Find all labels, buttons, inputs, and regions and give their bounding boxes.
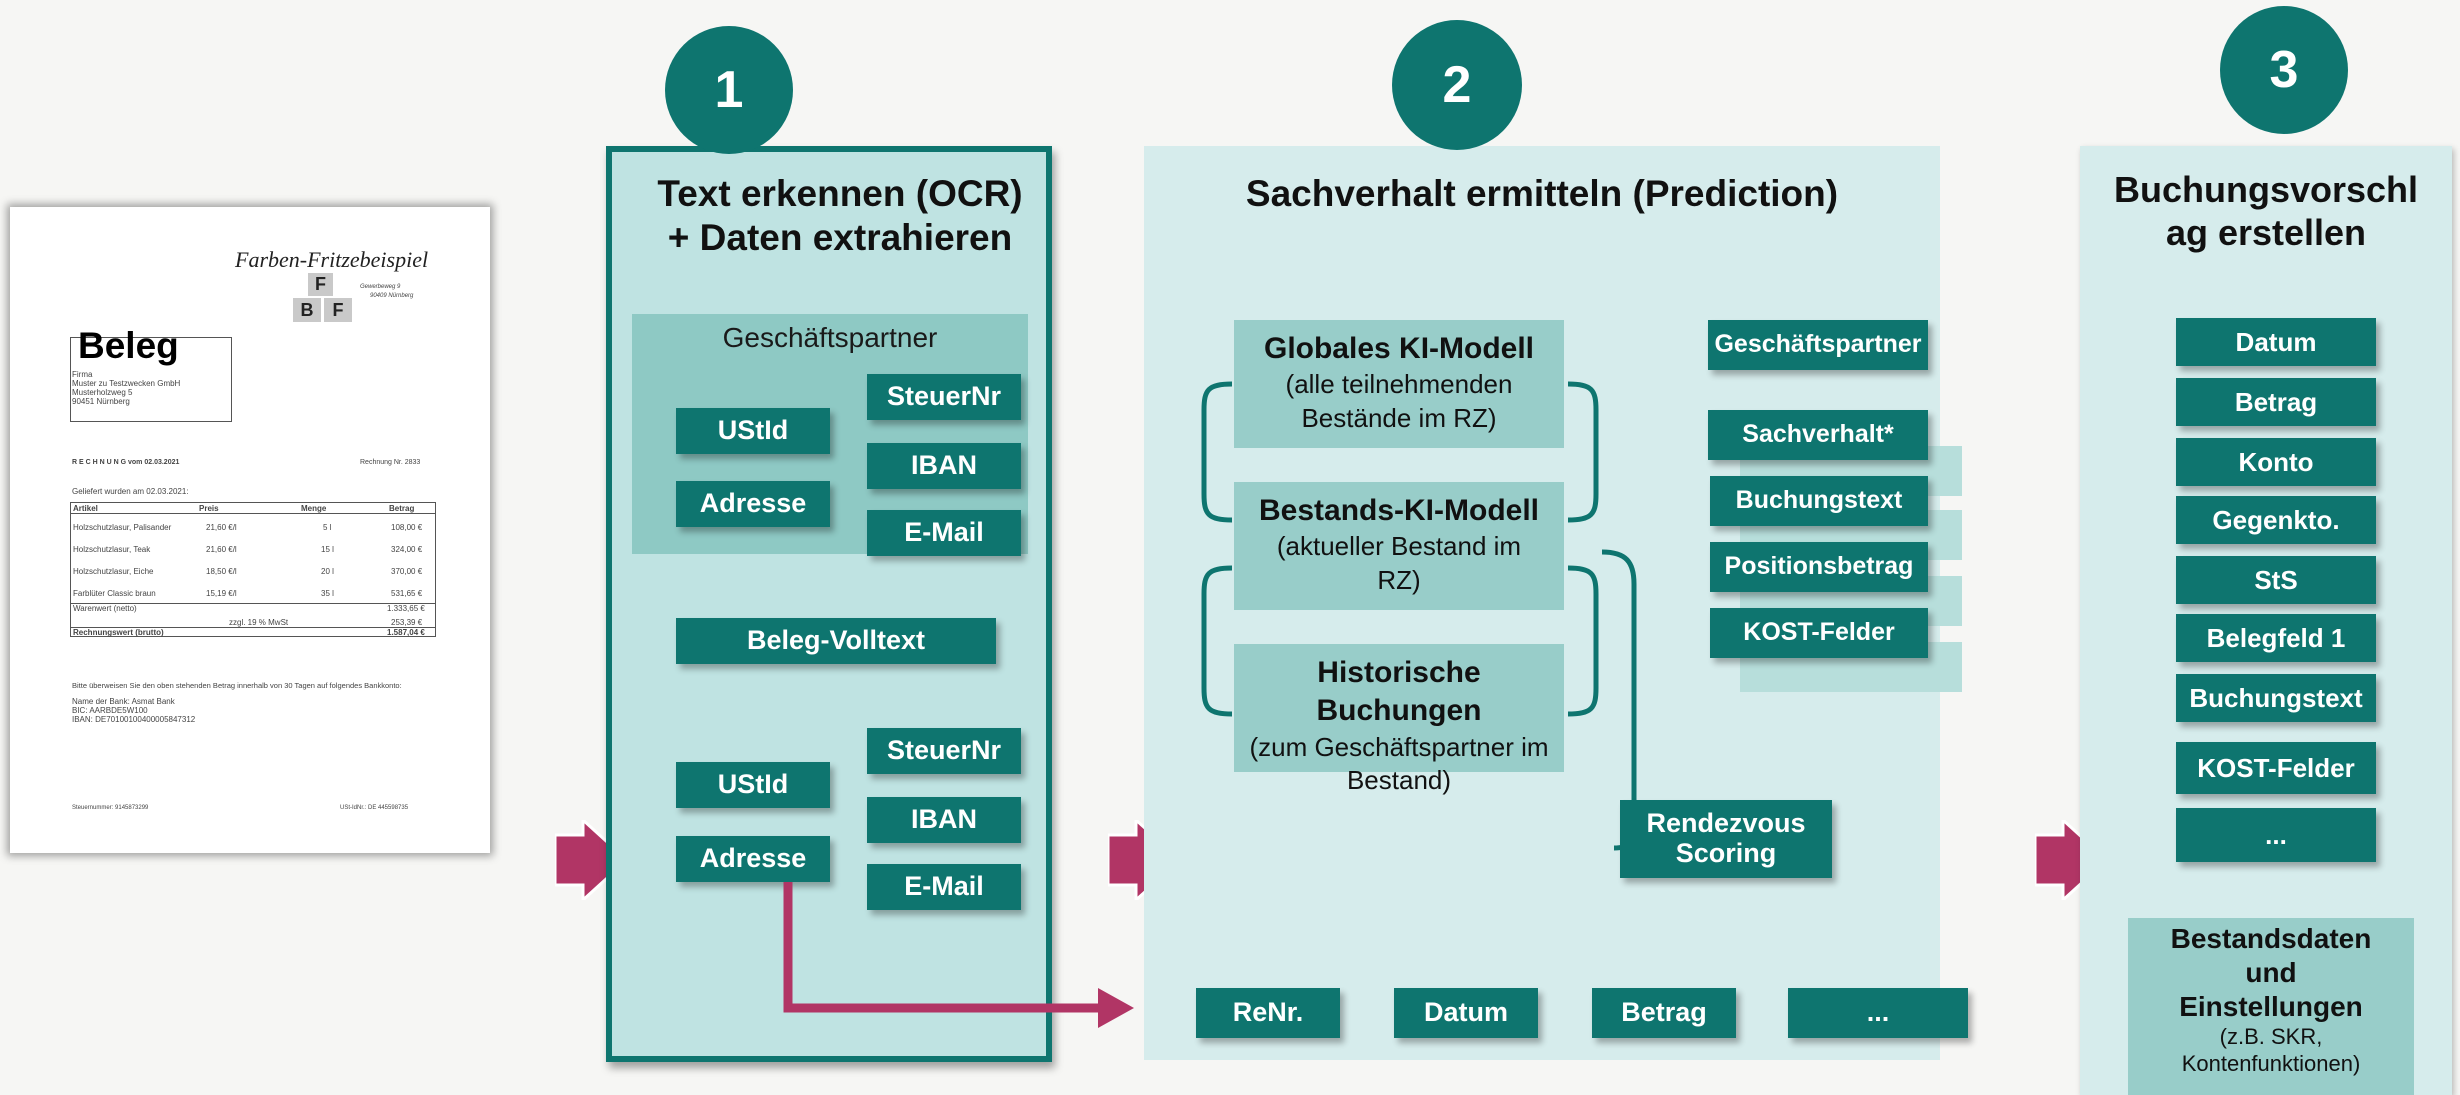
company-logo: F B F xyxy=(293,273,353,323)
bestand-box: Bestandsdaten und Einstellungen (z.B. SK… xyxy=(2128,918,2414,1095)
step-number-3: 3 xyxy=(2220,6,2348,134)
payment-instruction: Bitte überweisen Sie den oben stehenden … xyxy=(72,681,402,690)
bottom-tag-betrag: Betrag xyxy=(1592,988,1736,1038)
address-line: 90451 Nürnberg xyxy=(72,397,130,406)
field-konto: Konto xyxy=(2176,438,2376,486)
bestand-model-title: Bestands-KI-Modell xyxy=(1258,494,1540,527)
iban-tag: IBAN xyxy=(867,443,1021,489)
output-buchungstext: Buchungstext xyxy=(1710,476,1928,526)
address-line: Firma xyxy=(72,370,93,379)
adresse-tag: Adresse xyxy=(676,481,830,527)
panel3-title: Buchungsvorschl ag erstellen xyxy=(2113,169,2419,254)
invoice-number: Rechnung Nr. 2833 xyxy=(360,459,421,466)
sender-address-line: 90409 Nürnberg xyxy=(370,293,414,299)
step-number-2: 2 xyxy=(1392,20,1522,150)
connector-arrow xyxy=(783,882,1134,1028)
invoice-title: R E C H N U N G vom 02.03.2021 xyxy=(72,459,180,466)
field-gegenkonto: Gegenkto. xyxy=(2176,496,2376,544)
bestand-title: Bestandsdaten und Einstellungen xyxy=(2170,923,2372,1023)
field-kost-felder: KOST-Felder xyxy=(2176,742,2376,794)
adresse-tag-lower: Adresse xyxy=(676,836,830,882)
bottom-tag-renr: ReNr. xyxy=(1196,988,1340,1038)
field-sts: StS xyxy=(2176,556,2376,604)
rendezvous-scoring: Rendezvous Scoring xyxy=(1620,800,1832,878)
global-model-title: Globales KI-Modell xyxy=(1263,332,1535,365)
invoice-table: Artikel Preis Menge Betrag Holzschutzlas… xyxy=(70,502,436,637)
step-number-1: 1 xyxy=(665,26,793,154)
ustid-tag-lower: UStId xyxy=(676,762,830,808)
historic-box: Historische Buchungen (zum Geschäftspart… xyxy=(1234,644,1564,795)
bank-line: Name der Bank: Asmat Bank xyxy=(72,697,175,706)
iban-tag-lower: IBAN xyxy=(867,797,1021,843)
global-model-text: (alle teilnehmenden Bestände im RZ) xyxy=(1285,369,1513,433)
doc-footer: Steuernummer: 9145873299 xyxy=(72,805,149,811)
doc-footer: USt-IdNr.: DE 445598735 xyxy=(340,805,409,811)
company-name: Farben-Fritzebeispiel xyxy=(235,247,429,272)
output-sachverhalt: Sachverhalt* xyxy=(1708,410,1928,460)
field-buchungstext: Buchungstext xyxy=(2176,674,2376,722)
partner-group-label: Geschäftspartner xyxy=(722,322,938,353)
bank-line: BIC: AARBDE5W100 xyxy=(72,706,148,715)
output-kost-felder: KOST-Felder xyxy=(1710,608,1928,658)
email-tag: E-Mail xyxy=(867,510,1021,556)
sender-address-line: Gewerbeweg 9 xyxy=(360,284,401,290)
output-stack-shadow xyxy=(1745,660,1960,680)
address-window xyxy=(70,337,232,422)
bottom-tag-datum: Datum xyxy=(1394,988,1538,1038)
panel2-title: Sachverhalt ermitteln (Prediction) xyxy=(1245,173,1839,214)
bank-line: IBAN: DE70100100400005847312 xyxy=(72,715,196,724)
address-line: Musterholzweg 5 xyxy=(72,388,133,397)
document-heading: Beleg xyxy=(78,325,179,366)
invoice-document: Farben-Fritzebeispiel F B F Gewerbeweg 9… xyxy=(10,207,490,853)
field-more: ... xyxy=(2176,808,2376,862)
field-belegfeld: Belegfeld 1 xyxy=(2176,614,2376,662)
panel1-title: Text erkennen (OCR) + Daten extrahieren xyxy=(657,173,1023,259)
beleg-volltext-tag: Beleg-Volltext xyxy=(676,618,996,664)
email-tag-lower: E-Mail xyxy=(867,864,1021,910)
steuernr-tag-lower: SteuerNr xyxy=(867,728,1021,774)
historic-title: Historische Buchungen xyxy=(1316,656,1482,728)
global-model-box: Globales KI-Modell (alle teilnehmenden B… xyxy=(1234,320,1564,448)
bestand-model-box: Bestands-KI-Modell (aktueller Bestand im… xyxy=(1234,482,1564,610)
field-betrag: Betrag xyxy=(2176,378,2376,426)
bestand-model-text: (aktueller Bestand im RZ) xyxy=(1276,531,1522,595)
ustid-tag: UStId xyxy=(676,408,830,454)
output-geschaeftspartner: Geschäftspartner xyxy=(1708,320,1928,370)
output-positionsbetrag: Positionsbetrag xyxy=(1710,542,1928,592)
bottom-tag-more: ... xyxy=(1788,988,1968,1038)
flow-arrow-1 xyxy=(555,820,630,900)
bestand-subtitle: (z.B. SKR, Kontenfunktionen) xyxy=(2181,1024,2361,1076)
historic-text: (zum Geschäftspartner im Bestand) xyxy=(1249,731,1549,796)
field-datum: Datum xyxy=(2176,318,2376,366)
delivery-note: Geliefert wurden am 02.03.2021: xyxy=(72,487,189,496)
steuernr-tag: SteuerNr xyxy=(867,374,1021,420)
address-line: Muster zu Testzwecken GmbH xyxy=(72,379,181,388)
